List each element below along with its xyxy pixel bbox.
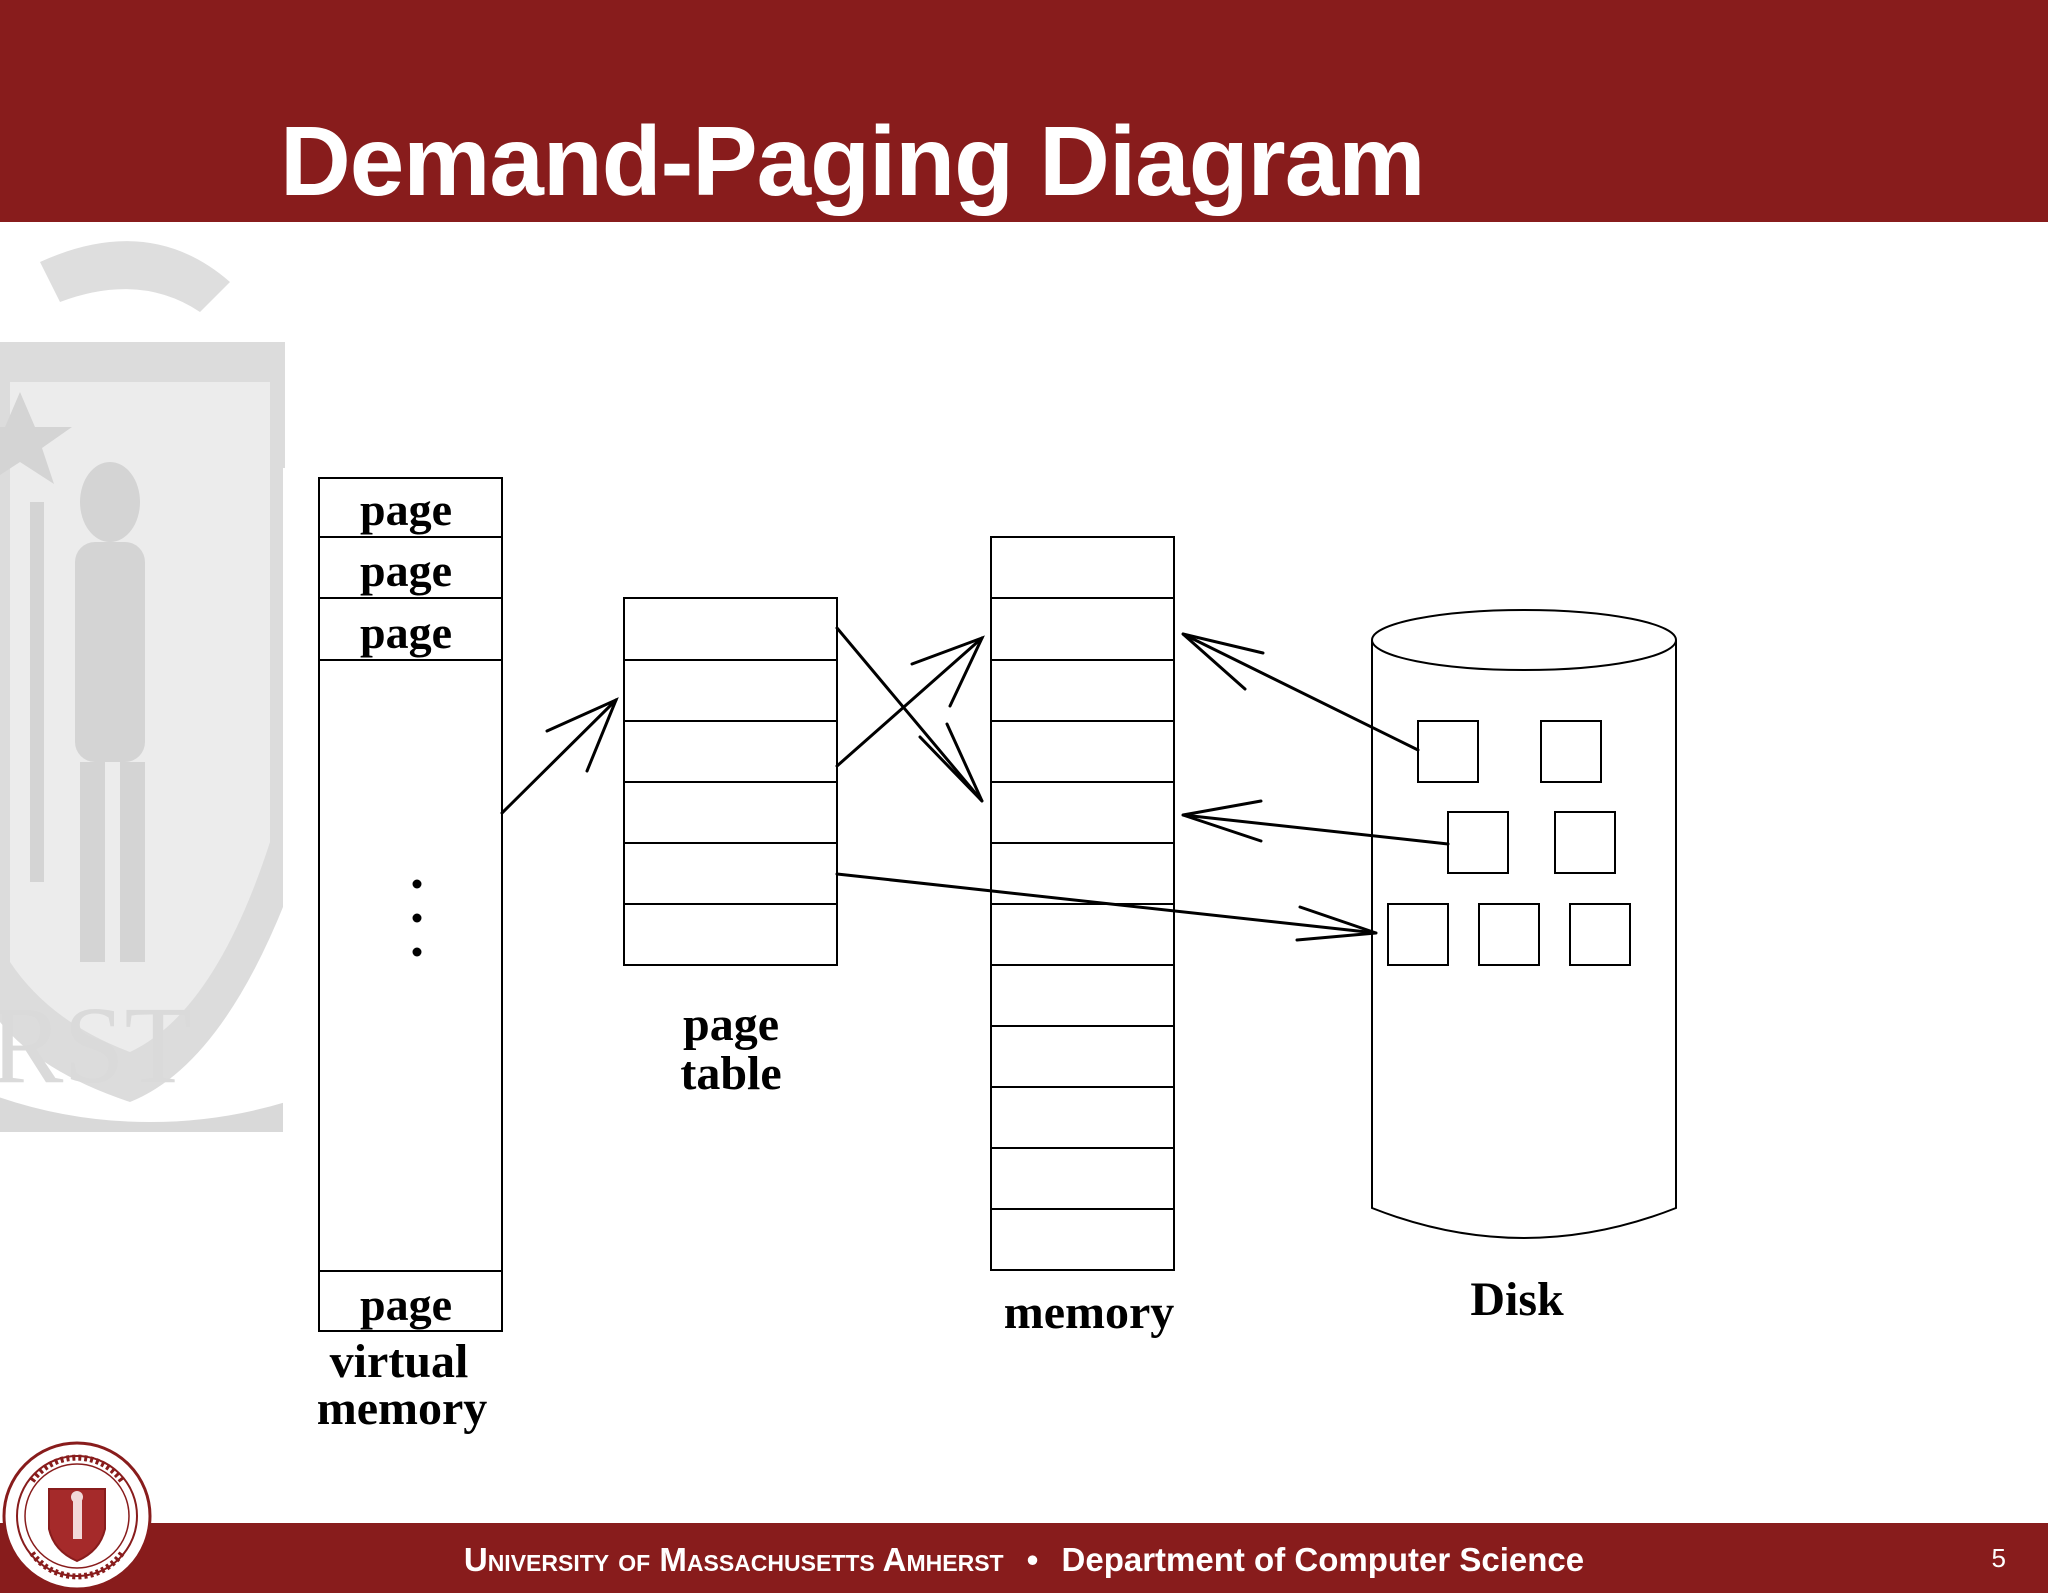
watermark-text: RST bbox=[0, 984, 192, 1106]
footer-department: Department of Computer Science bbox=[1061, 1541, 1585, 1578]
footer-text: University of Massachusetts Amherst • De… bbox=[0, 1540, 2048, 1580]
virtual-page-3-label: page bbox=[360, 607, 452, 658]
virtual-page-1-label: page bbox=[360, 484, 452, 535]
demand-paging-diagram: page page page page virtual memory page … bbox=[317, 477, 1677, 1435]
physical-memory-column bbox=[990, 536, 1175, 1271]
memory-label: memory bbox=[1004, 1286, 1175, 1339]
page-table bbox=[623, 597, 838, 966]
page-table-label-line2: table bbox=[680, 1047, 781, 1100]
footer-separator: • bbox=[1026, 1541, 1039, 1578]
slide-number: 5 bbox=[1991, 1543, 2006, 1573]
ellipsis-dots bbox=[412, 879, 422, 957]
mapping-arrows bbox=[500, 626, 1450, 942]
title-bar bbox=[0, 0, 2048, 222]
virtual-page-2-label: page bbox=[360, 545, 452, 596]
virtual-memory-label-line2: memory bbox=[317, 1382, 488, 1435]
virtual-page-last-label: page bbox=[360, 1279, 452, 1330]
university-seal-logo bbox=[2, 1441, 152, 1591]
footer-university: University of Massachusetts Amherst bbox=[463, 1541, 1004, 1578]
disk-cylinder bbox=[1371, 609, 1677, 1239]
virtual-memory-column bbox=[318, 477, 503, 1332]
diagram-panel: page page page page virtual memory page … bbox=[283, 468, 2048, 1523]
page-table-label-line1: page bbox=[683, 998, 779, 1051]
virtual-memory-label-line1: virtual bbox=[330, 1335, 469, 1388]
slide-title: Demand-Paging Diagram bbox=[280, 106, 1425, 216]
disk-blocks bbox=[1387, 720, 1631, 966]
seal-watermark: RST bbox=[0, 222, 285, 1132]
disk-label: Disk bbox=[1470, 1273, 1564, 1326]
footer-bar bbox=[0, 1523, 2048, 1593]
